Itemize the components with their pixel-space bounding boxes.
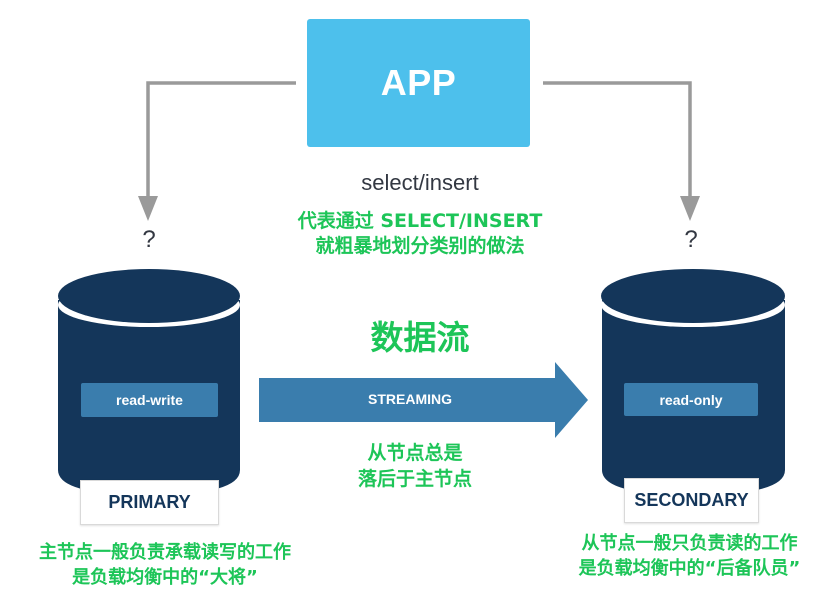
left-arrowhead-icon [138, 196, 158, 221]
dataflow-title: 数据流 [370, 318, 470, 357]
top-annotation-line: 代表通过 SELECT/INSERT [297, 210, 543, 232]
primary-mode-badge: read-write [81, 383, 218, 417]
middle-annotation: 从节点总是 落后于主节点 [300, 440, 530, 492]
operation-label: select/insert [361, 170, 479, 195]
primary-name-label: PRIMARY [80, 480, 219, 525]
middle-annotation-line: 落后于主节点 [357, 468, 472, 490]
middle-annotation-line: 从节点总是 [367, 442, 463, 464]
streaming-label: STREAMING [368, 391, 452, 407]
right-arrowhead-icon [680, 196, 700, 221]
right-question-mark: ? [684, 226, 698, 253]
left-question-mark: ? [142, 226, 156, 253]
primary-annotation-line: 是负载均衡中的“大将” [72, 567, 258, 588]
primary-annotation-line: 主节点一般负责承载读写的工作 [39, 542, 291, 563]
app-to-secondary-connector [543, 81, 700, 221]
app-to-primary-connector [138, 81, 296, 221]
top-annotation: 代表通过 SELECT/INSERT 就粗暴地划分类别的做法 [260, 209, 580, 259]
secondary-database-icon [601, 269, 785, 495]
top-annotation-line: 就粗暴地划分类别的做法 [315, 235, 525, 257]
secondary-annotation-line: 是负载均衡中的“后备队员” [578, 558, 801, 579]
secondary-annotation: 从节点一般只负责读的工作 是负载均衡中的“后备队员” [545, 531, 834, 581]
secondary-name-label: SECONDARY [624, 478, 759, 523]
secondary-mode-badge: read-only [624, 383, 758, 416]
app-label: APP [380, 62, 457, 103]
app-node: APP [307, 19, 530, 147]
streaming-arrow [259, 362, 588, 438]
secondary-annotation-line: 从节点一般只负责读的工作 [581, 533, 798, 554]
primary-annotation: 主节点一般负责承载读写的工作 是负载均衡中的“大将” [0, 540, 330, 590]
primary-database-icon [58, 269, 240, 495]
